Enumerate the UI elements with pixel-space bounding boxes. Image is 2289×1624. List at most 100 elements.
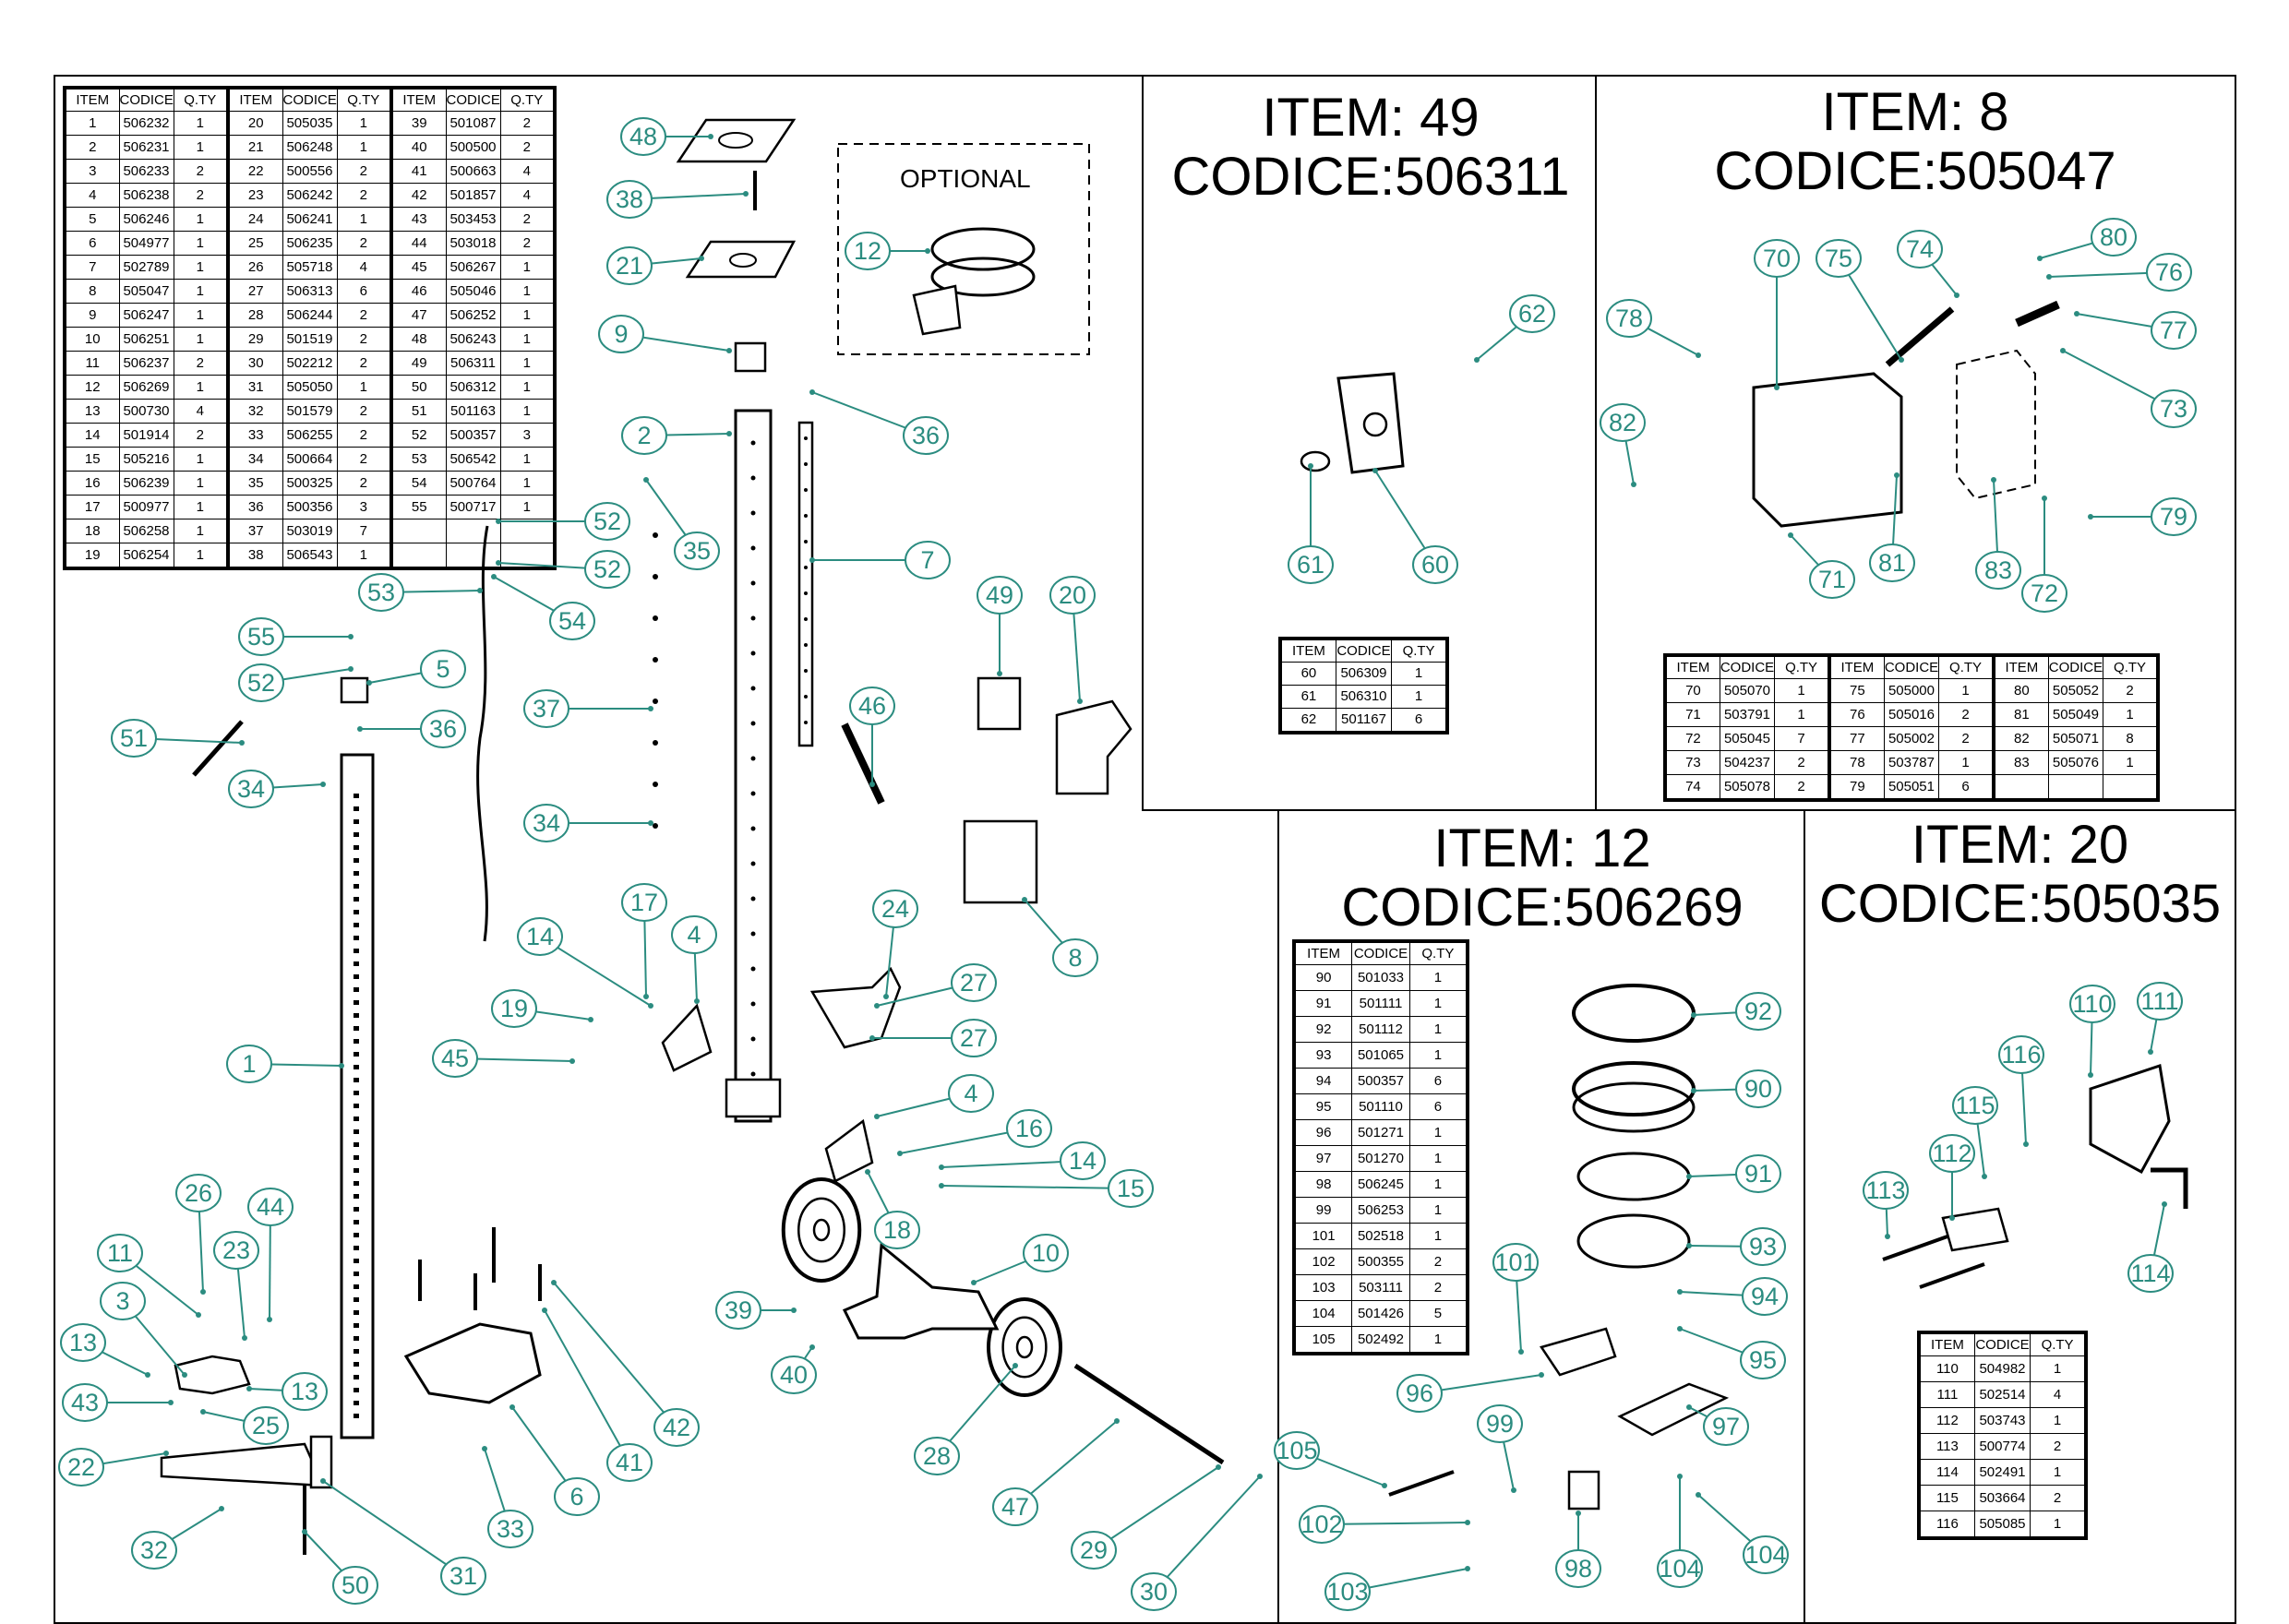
callout-bubble <box>554 1477 600 1516</box>
table-cell: 78 <box>1828 750 1885 775</box>
table-cell: 506254 <box>118 543 174 569</box>
table-cell: 1 <box>173 543 230 569</box>
panel-12-title: ITEM: 12 CODICE:506269 <box>1279 819 1805 937</box>
table-cell: 2 <box>1774 774 1831 801</box>
callout-bubble <box>58 1448 104 1487</box>
table-cell: 35 <box>227 471 283 496</box>
main-column-2 <box>734 409 773 1123</box>
callout-number: 9 <box>614 320 628 348</box>
callout-arrowhead <box>1788 532 1793 538</box>
panel-20-item: ITEM: 20 <box>1911 815 2129 875</box>
screw-dot <box>653 699 658 704</box>
callout-number: 47 <box>1001 1493 1029 1521</box>
callout-number: 61 <box>1297 551 1324 579</box>
callout-number: 45 <box>441 1045 469 1072</box>
callout-bubble <box>905 541 951 579</box>
callout-bubble <box>715 1291 761 1330</box>
callout-arrowhead <box>182 1372 187 1378</box>
table-cell: 1 <box>173 495 230 519</box>
column-hole <box>750 615 756 621</box>
column-hole <box>750 1036 756 1042</box>
table-cell: 501167 <box>1335 708 1393 734</box>
p12-ring-90b <box>1572 1081 1696 1133</box>
callout-number: 28 <box>923 1442 951 1470</box>
callout-arrowhead <box>648 1003 653 1009</box>
callout-arrowhead <box>865 1169 870 1175</box>
callout-bubble <box>849 687 895 725</box>
callout-number: 4 <box>964 1080 977 1107</box>
column-hole <box>750 756 756 761</box>
callout-bubble <box>845 232 891 270</box>
callout-number: 52 <box>593 508 621 535</box>
callout-number: 11 <box>107 1239 133 1267</box>
table-cell: 505050 <box>282 375 338 400</box>
callout-bubble <box>874 1211 920 1249</box>
table-cell: 2 <box>499 207 556 232</box>
table-cell: 505216 <box>118 447 174 472</box>
column-hole <box>750 826 756 831</box>
callout-number: 13 <box>291 1378 318 1405</box>
table-cell: 505045 <box>1719 726 1776 751</box>
callout-arrowhead <box>1257 1474 1263 1479</box>
column-hole <box>750 440 756 446</box>
p12-key-105 <box>1388 1470 1455 1497</box>
table-cell: 1 <box>173 519 230 543</box>
column-hole <box>354 832 359 837</box>
table-cell: 1 <box>499 279 556 304</box>
table-cell: 115 <box>1918 1485 1975 1511</box>
table-cell: 506241 <box>282 207 338 232</box>
table-header-cell: ITEM <box>1828 654 1885 679</box>
table-cell: 503664 <box>1973 1485 2031 1511</box>
table-cell: 114 <box>1918 1459 1975 1486</box>
table-cell: 1 <box>173 447 230 472</box>
column-hole <box>750 896 756 902</box>
table-cell: 61 <box>1279 685 1336 709</box>
table-cell: 505078 <box>1719 774 1776 801</box>
callout-bubble <box>948 1074 994 1113</box>
table-cell: 6 <box>1938 774 1995 801</box>
callout-number: 94 <box>1751 1283 1779 1310</box>
callout-arrowhead <box>200 1409 206 1415</box>
p49-plate <box>1336 372 1405 474</box>
table-cell: 503787 <box>1883 750 1940 775</box>
table-cell: 506310 <box>1335 685 1393 709</box>
callout-bubble <box>584 502 630 541</box>
callout-number: 22 <box>67 1453 95 1481</box>
callout-arrowhead <box>2162 1201 2167 1207</box>
table-cell: 3 <box>336 495 393 519</box>
column-hole <box>354 858 359 863</box>
callout-arrowhead <box>1518 1349 1524 1355</box>
callout-number: 60 <box>1421 551 1449 579</box>
table-cell: 505070 <box>1719 678 1776 703</box>
column-hole <box>354 1116 359 1121</box>
table-cell: 1 <box>336 135 393 160</box>
p12-ring-92 <box>1572 984 1696 1043</box>
callout-arrowhead <box>219 1506 224 1511</box>
callout-number: 72 <box>2031 579 2058 607</box>
table-cell: 504237 <box>1719 750 1776 775</box>
callout-number: 37 <box>533 695 560 722</box>
callout-leader <box>1014 1420 1118 1508</box>
table-header-cell: Q.TY <box>1774 654 1831 679</box>
callout-arrowhead <box>648 820 653 826</box>
table-cell: 501271 <box>1351 1119 1410 1146</box>
callout-arrowhead <box>320 782 326 787</box>
table-cell: 3 <box>64 159 120 184</box>
rail-hole <box>804 591 808 595</box>
table-cell: 1 <box>173 279 230 304</box>
callout-bubble <box>2151 389 2197 428</box>
bracket-24 <box>809 966 902 1049</box>
callout-number: 31 <box>449 1562 477 1590</box>
rail-hole <box>804 695 808 699</box>
callout-arrowhead <box>1991 477 1996 483</box>
table-cell: 2 <box>336 303 393 328</box>
callout-number: 24 <box>881 895 909 923</box>
callout-bubble <box>1023 1234 1069 1272</box>
table-cell: 73 <box>1664 750 1720 775</box>
table-cell: 3 <box>499 423 556 448</box>
